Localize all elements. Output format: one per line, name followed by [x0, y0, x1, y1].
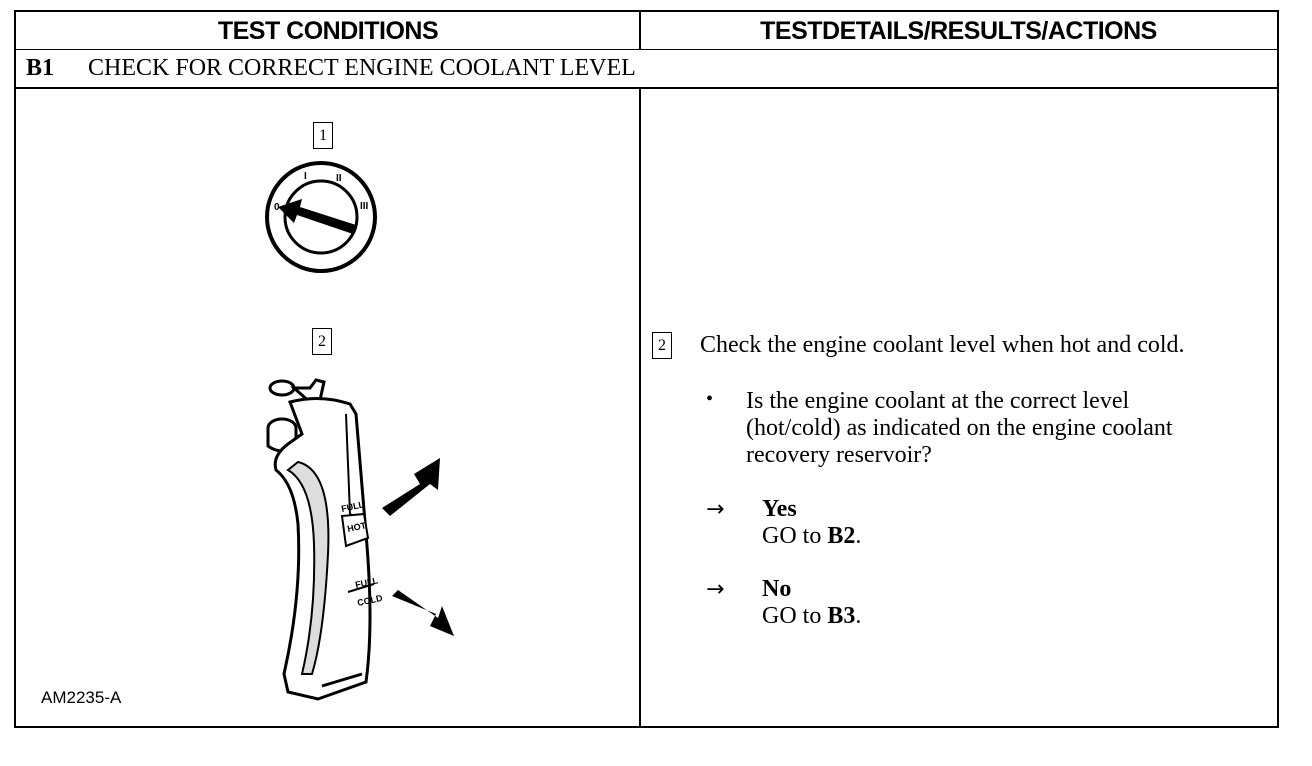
answer-no-label: No [762, 576, 792, 602]
header-rule [16, 49, 1277, 51]
yes-arrow-icon: → [706, 497, 725, 522]
callout-1: 1 [313, 122, 333, 149]
header-divider [639, 12, 641, 50]
column-divider [639, 88, 641, 726]
question-line-1: Is the engine coolant at the correct lev… [746, 388, 1130, 414]
question-line-3: recovery reservoir? [746, 442, 932, 468]
ignition-switch-illustration: 0 I II III [265, 161, 377, 273]
cold-level-arrow-icon [392, 590, 454, 636]
full-hot-label-top: FULL [340, 499, 365, 514]
question-bullet: • [706, 388, 714, 410]
answer-no-action: GO to B3. [762, 603, 862, 629]
question-line-2: (hot/cold) as indicated on the engine co… [746, 415, 1173, 441]
step-id: B1 [26, 55, 55, 81]
step-title: CHECK FOR CORRECT ENGINE COOLANT LEVEL [88, 55, 636, 81]
full-cold-label-top: FULL [354, 575, 379, 590]
switch-mark-2: II [336, 173, 342, 184]
test-procedure-table: TEST CONDITIONS TESTDETAILS/RESULTS/ACTI… [14, 10, 1279, 728]
switch-mark-1: I [304, 171, 307, 182]
callout-2-figure: 2 [312, 328, 332, 355]
header-test-details: TESTDETAILS/RESULTS/ACTIONS [760, 16, 1157, 45]
switch-mark-3: III [360, 201, 369, 212]
full-hot-label-bottom: HOT [346, 520, 367, 534]
hot-level-arrow-icon [382, 458, 440, 516]
goto-b2-link: B2 [827, 523, 856, 549]
answer-yes-action: GO to B2. [762, 523, 862, 549]
step-header: B1 CHECK FOR CORRECT ENGINE COOLANT LEVE… [16, 50, 1277, 87]
no-arrow-icon: → [706, 577, 725, 602]
answer-yes-label: Yes [762, 496, 797, 522]
instruction-text: Check the engine coolant level when hot … [700, 332, 1185, 358]
header-test-conditions: TEST CONDITIONS [217, 16, 439, 45]
goto-b3-link: B3 [827, 603, 856, 629]
switch-mark-off: 0 [274, 202, 280, 213]
figure-code: AM2235-A [41, 688, 122, 707]
callout-2-details: 2 [652, 332, 672, 359]
coolant-reservoir-illustration: FULL HOT FULL COLD [266, 378, 454, 701]
step-rule [16, 87, 1277, 89]
